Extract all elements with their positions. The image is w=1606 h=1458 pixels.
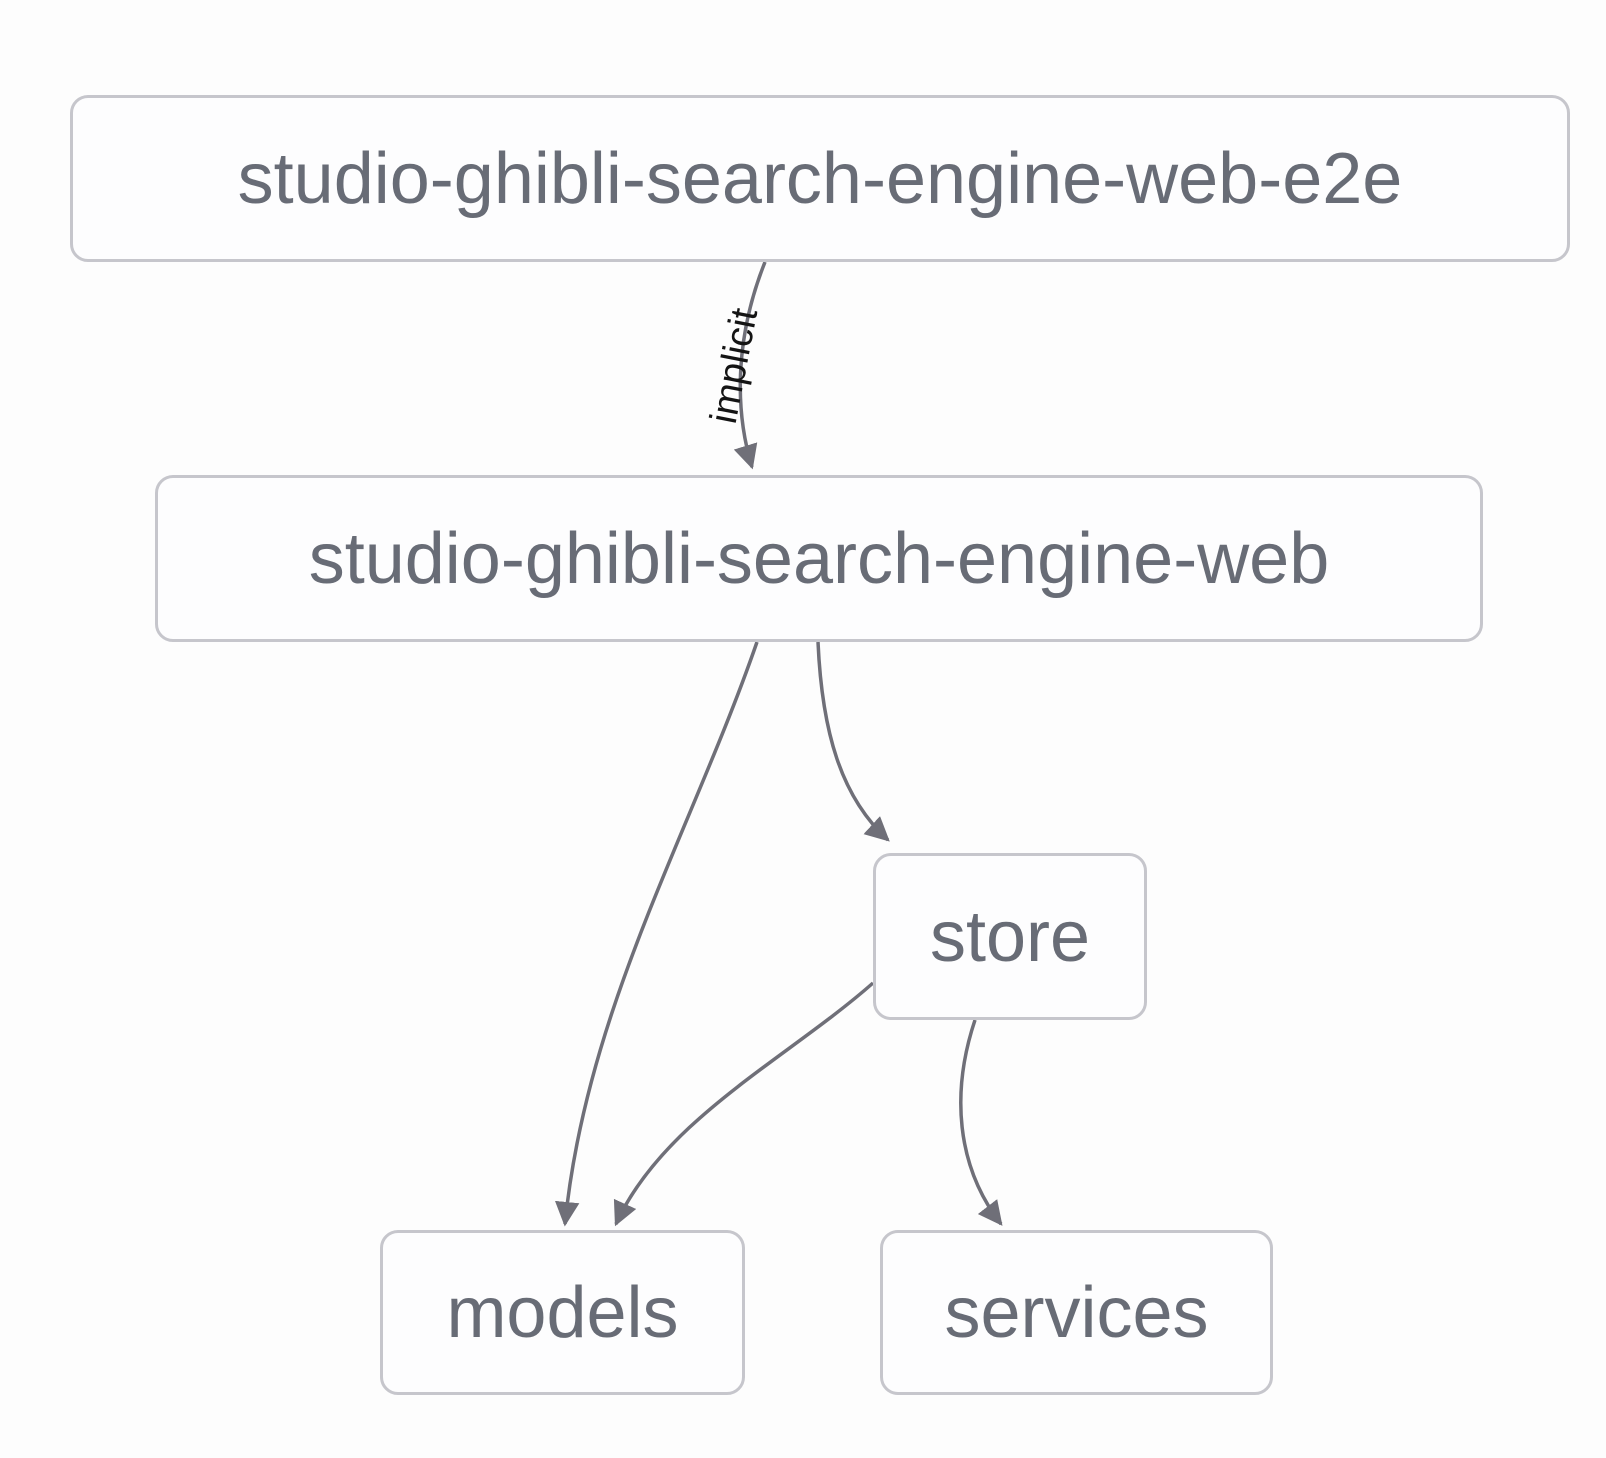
edge-store-to-services <box>959 1019 1003 1226</box>
node-label: studio-ghibli-search-engine-web-e2e <box>237 138 1403 219</box>
node-models[interactable]: models <box>380 1230 745 1395</box>
node-label: services <box>944 1272 1209 1353</box>
edge-store-to-models <box>613 981 875 1227</box>
node-label: store <box>929 896 1091 977</box>
node-studio-ghibli-search-engine-web-e2e[interactable]: studio-ghibli-search-engine-web-e2e <box>70 95 1570 262</box>
node-store[interactable]: store <box>873 853 1147 1020</box>
node-studio-ghibli-search-engine-web[interactable]: studio-ghibli-search-engine-web <box>155 475 1483 642</box>
edge-web-to-store <box>816 641 890 842</box>
node-label: studio-ghibli-search-engine-web <box>308 518 1330 599</box>
node-services[interactable]: services <box>880 1230 1273 1395</box>
edge-e2e-to-web <box>733 261 767 470</box>
node-label: models <box>446 1272 679 1353</box>
edge-web-to-models <box>554 641 759 1227</box>
